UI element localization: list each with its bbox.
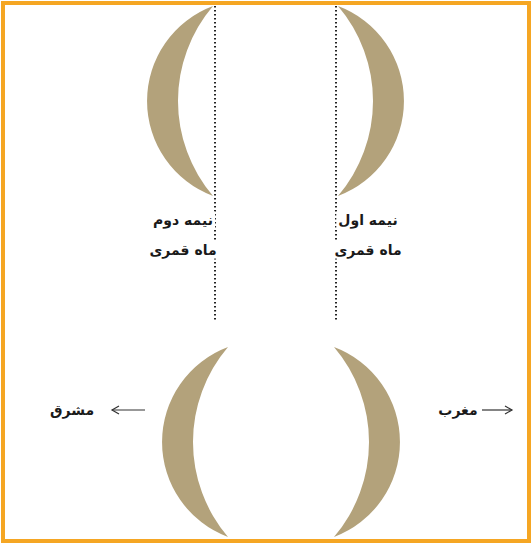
direction-arrow	[482, 409, 512, 410]
direction-arrow	[112, 409, 145, 410]
phase-label: نیمه دوم	[151, 212, 215, 229]
crescent	[338, 6, 404, 196]
crescent	[162, 347, 228, 537]
phase-label: نیمه اول	[336, 212, 399, 229]
crescent	[334, 347, 400, 537]
direction-label: مغرب	[436, 402, 479, 419]
dotted-line	[214, 6, 216, 320]
month-label: ماه قمری	[332, 242, 403, 259]
direction-label: مشرق	[48, 402, 96, 419]
frame-border	[3, 3, 529, 541]
month-label: ماه قمری	[147, 242, 218, 259]
dotted-line	[335, 6, 337, 320]
crescent	[147, 6, 213, 196]
